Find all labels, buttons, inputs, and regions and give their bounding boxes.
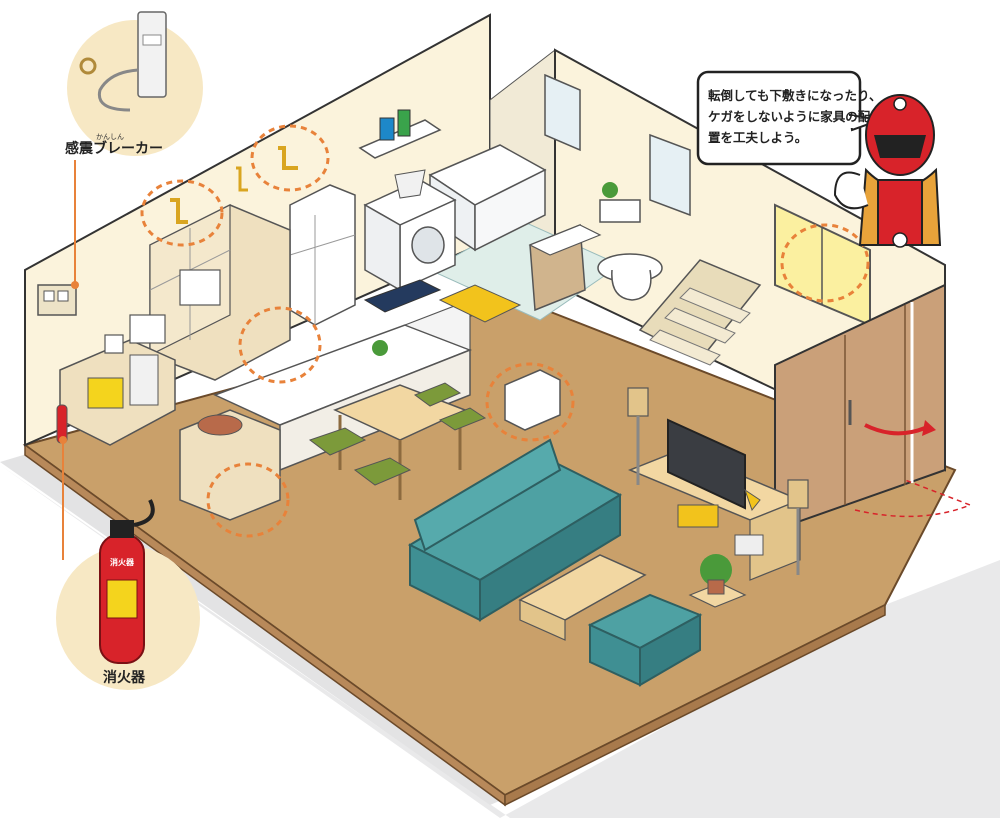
ranger-character xyxy=(833,94,942,248)
extinguisher-leader-dot xyxy=(59,436,67,444)
extinguisher-body-text: 消火器 xyxy=(110,557,135,567)
chair-seat xyxy=(308,427,367,456)
ranger-emblem-icon xyxy=(893,97,907,111)
tv-strap xyxy=(744,488,761,512)
door-arrow-head xyxy=(922,420,936,436)
microwave-on-shelf xyxy=(179,269,221,306)
extinguisher-valve xyxy=(110,520,134,538)
bath-window xyxy=(544,73,581,152)
breaker-switch-2 xyxy=(57,290,69,302)
sofa xyxy=(407,438,623,622)
cooktop xyxy=(363,279,442,313)
breaker-device xyxy=(137,11,167,98)
detergent-bottle-2 xyxy=(397,109,411,137)
ground-shadow xyxy=(0,465,1000,818)
breaker-callout-circle xyxy=(67,20,203,156)
chair-seat-3 xyxy=(413,382,462,407)
toilet-window xyxy=(649,133,691,217)
television xyxy=(667,418,746,510)
coffee-table-side xyxy=(519,599,566,641)
speech-bubble-tail-cover xyxy=(848,116,854,128)
toilet-tank xyxy=(599,199,641,223)
counter-backsplash xyxy=(403,299,471,351)
breaker-switch xyxy=(43,290,55,302)
detergent-bottle xyxy=(379,117,395,141)
supplies-box xyxy=(87,377,124,409)
floor-edge-right xyxy=(504,603,886,807)
extinguisher-hose xyxy=(133,499,155,527)
extinguisher-label-plate xyxy=(106,579,138,619)
ranger-visor xyxy=(874,135,926,158)
breaker-device-switch xyxy=(142,34,162,46)
bubble-line-2: ケガをしないように家具の配 xyxy=(708,109,871,124)
bracket-highlight-ring-1 xyxy=(140,179,224,247)
microwave xyxy=(129,314,166,344)
armchair xyxy=(587,593,703,687)
trash-bin xyxy=(129,354,159,406)
toilet-plant xyxy=(602,182,618,198)
ranger-belt-icon xyxy=(892,232,908,248)
window-highlight-ring xyxy=(780,223,870,303)
door-arrow xyxy=(864,423,926,436)
pot xyxy=(197,414,243,436)
caster-highlight-ring xyxy=(206,462,290,538)
kitchen-cart xyxy=(179,409,281,521)
breaker-ring-terminal xyxy=(79,57,97,75)
l-bracket-2 xyxy=(278,146,298,170)
counter-plant xyxy=(372,340,388,356)
speaker-left xyxy=(627,387,649,417)
cabinet-latch-highlight-ring xyxy=(238,306,322,384)
vanity-top xyxy=(528,224,602,256)
heater xyxy=(504,369,561,431)
heater-highlight-ring xyxy=(485,362,575,442)
chair-seat-2 xyxy=(353,457,412,486)
kettle xyxy=(104,334,124,354)
washer-door xyxy=(411,226,445,264)
chair-seat-4 xyxy=(438,407,487,431)
refrigerator xyxy=(289,184,356,326)
bracket-highlight-ring-2 xyxy=(250,124,330,192)
floor-mat xyxy=(438,284,522,323)
bathtub-front xyxy=(474,168,546,252)
ranger-glove xyxy=(833,171,869,210)
extinguisher-label: 消火器 xyxy=(103,669,146,686)
breaker-cable xyxy=(97,68,139,112)
staircase xyxy=(638,259,762,366)
door-panel xyxy=(774,283,946,532)
plant-pot xyxy=(707,579,725,595)
l-bracket-3 xyxy=(236,166,248,192)
bubble-line-1: 転倒しても下敷きになったり、 xyxy=(708,88,882,103)
books xyxy=(677,504,719,528)
tv-stand-side xyxy=(749,499,801,581)
toilet-base xyxy=(611,269,652,301)
potted-plant xyxy=(700,554,732,586)
breaker-leader-dot xyxy=(71,281,79,289)
laundry-basket xyxy=(394,169,426,199)
breaker-label: 感震ブレーカー xyxy=(65,140,163,157)
l-bracket-1 xyxy=(170,198,188,224)
door-swing-line xyxy=(854,479,973,518)
fridge-shelf-line xyxy=(289,234,356,256)
bubble-line-3: 置を工夫しよう。 xyxy=(708,130,807,145)
radio xyxy=(734,534,764,556)
speaker-right xyxy=(787,479,809,509)
breaker-ruby: かんしん xyxy=(96,133,124,141)
